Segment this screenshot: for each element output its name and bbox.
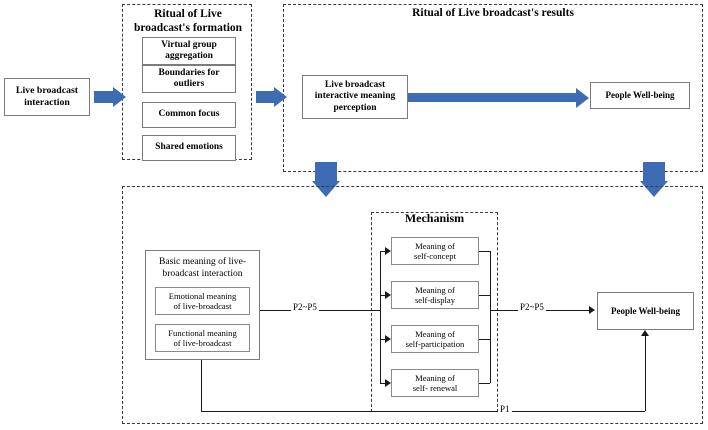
node-basic-meaning-title: Basic meaning of live- broadcast interac…	[146, 251, 259, 279]
node-common-focus-line1: Common focus	[158, 109, 220, 120]
arrow-perception-to-wellbeing-shaft	[408, 93, 576, 102]
arrow-formation-to-results-head	[274, 87, 287, 107]
node-meaning-self-display-line1: Meaning of	[415, 284, 455, 295]
node-interactive-meaning-perception-line2: interactive meaning	[314, 91, 396, 102]
edge-label-p2p5-left: P2~P5	[291, 302, 319, 312]
region-results-title: Ritual of Live broadcast's results	[283, 7, 703, 21]
node-meaning-self-renewal: Meaning of self- renewal	[391, 369, 479, 397]
node-meaning-self-renewal-line1: Meaning of	[415, 372, 455, 383]
node-live-broadcast-interaction: Live broadcast interaction	[4, 78, 90, 116]
node-meaning-self-concept-line2: self-concept	[414, 251, 456, 261]
node-live-broadcast-interaction-line1: Live broadcast	[15, 85, 79, 97]
node-people-wellbeing-bottom-line1: People Well-being	[610, 305, 681, 316]
node-interactive-meaning-perception: Live broadcast interactive meaning perce…	[302, 75, 408, 119]
edge-bus-vertical-left	[380, 251, 381, 383]
edge-p1-horizontal	[201, 411, 645, 412]
node-meaning-self-participation-line1: Meaning of	[415, 328, 455, 339]
node-meaning-self-display-line2: self-display	[414, 295, 456, 305]
node-basic-meaning-line1: Basic meaning of live-	[158, 256, 247, 267]
node-meaning-self-concept: Meaning of self-concept	[391, 237, 479, 265]
region-bottom	[122, 186, 703, 424]
arrow-formation-to-results-shaft	[256, 91, 274, 103]
arrow-perception-to-wellbeing-head	[576, 87, 589, 108]
node-functional-meaning-line1: Functional meaning	[168, 327, 237, 338]
edge-self-concept-out	[479, 251, 490, 252]
region-formation-title-line2: broadcast's formation	[133, 21, 243, 34]
node-meaning-self-renewal-line2: self- renewal	[412, 383, 458, 393]
edge-arrow-to-wellbeing-bottom	[589, 306, 595, 314]
arrow-interaction-to-formation-shaft	[94, 91, 113, 103]
edge-self-display-out	[479, 295, 490, 296]
region-formation-title: Ritual of Live broadcast's formation	[118, 8, 258, 35]
node-functional-meaning: Functional meaning of live-broadcast	[155, 324, 250, 352]
edge-bus-to-self-concept	[380, 251, 385, 252]
node-virtual-group-aggregation-line2: aggregation	[165, 51, 213, 61]
edge-arrow-p1-up	[641, 330, 649, 336]
node-people-wellbeing-top: People Well-being	[590, 82, 690, 109]
edge-p1-vertical-left	[201, 360, 202, 411]
edge-p1-vertical-right	[645, 336, 646, 411]
node-emotional-meaning-line2: of live-broadcast	[173, 301, 232, 311]
node-virtual-group-aggregation: Virtual group aggregation	[142, 37, 236, 65]
edge-basic-to-bus	[260, 310, 380, 311]
edge-arrow-self-display	[385, 291, 391, 299]
edge-arrow-self-concept	[385, 247, 391, 255]
region-results-title-text: Ritual of Live broadcast's results	[412, 7, 574, 19]
edge-merge-vertical-right	[490, 251, 491, 383]
arrow-interaction-to-formation-head	[113, 87, 126, 107]
node-meaning-self-concept-line1: Meaning of	[415, 240, 455, 251]
arrow-down-left-shaft	[315, 162, 337, 181]
arrow-down-left-head	[312, 181, 340, 197]
region-mechanism-title: Mechanism	[371, 211, 498, 225]
node-interactive-meaning-perception-line3: perception	[333, 102, 377, 113]
node-live-broadcast-interaction-line2: interaction	[24, 97, 70, 108]
node-boundaries-for-outliers: Boundaries for outliers	[142, 65, 236, 93]
node-emotional-meaning: Emotional meaning of live-broadcast	[155, 287, 250, 315]
edge-bus-to-self-display	[380, 295, 385, 296]
node-people-wellbeing-bottom: People Well-being	[597, 292, 694, 330]
node-common-focus: Common focus	[142, 102, 236, 128]
node-functional-meaning-line2: of live-broadcast	[173, 338, 232, 348]
edge-self-participation-out	[479, 339, 490, 340]
edge-bus-to-self-renewal	[380, 383, 385, 384]
region-mechanism-title-text: Mechanism	[404, 211, 465, 225]
node-shared-emotions: Shared emotions	[142, 135, 236, 161]
arrow-down-right-shaft	[643, 162, 665, 181]
node-meaning-self-display: Meaning of self-display	[391, 281, 479, 309]
region-formation-title-line1: Ritual of Live	[154, 8, 222, 20]
node-boundaries-for-outliers-line2: outliers	[173, 79, 205, 89]
edge-label-p1: P1	[498, 404, 512, 414]
node-boundaries-for-outliers-line1: Boundaries for	[158, 67, 220, 78]
edge-self-renewal-out	[479, 383, 490, 384]
node-virtual-group-aggregation-line1: Virtual group	[161, 39, 217, 50]
node-people-wellbeing-top-line1: People Well-being	[605, 90, 675, 101]
node-basic-meaning-line2: broadcast interaction	[162, 267, 243, 279]
edge-bus-to-self-participation	[380, 339, 385, 340]
edge-arrow-self-renewal	[385, 379, 391, 387]
node-emotional-meaning-line1: Emotional meaning	[168, 290, 237, 301]
node-shared-emotions-line1: Shared emotions	[155, 142, 223, 153]
node-meaning-self-participation: Meaning of self-participation	[391, 325, 479, 353]
arrow-down-right-head	[640, 181, 668, 197]
node-meaning-self-participation-line2: self-participation	[405, 339, 465, 349]
edge-label-p2p5-right: P2~P5	[518, 302, 546, 312]
node-interactive-meaning-perception-line1: Live broadcast	[324, 79, 386, 90]
edge-arrow-self-participation	[385, 335, 391, 343]
